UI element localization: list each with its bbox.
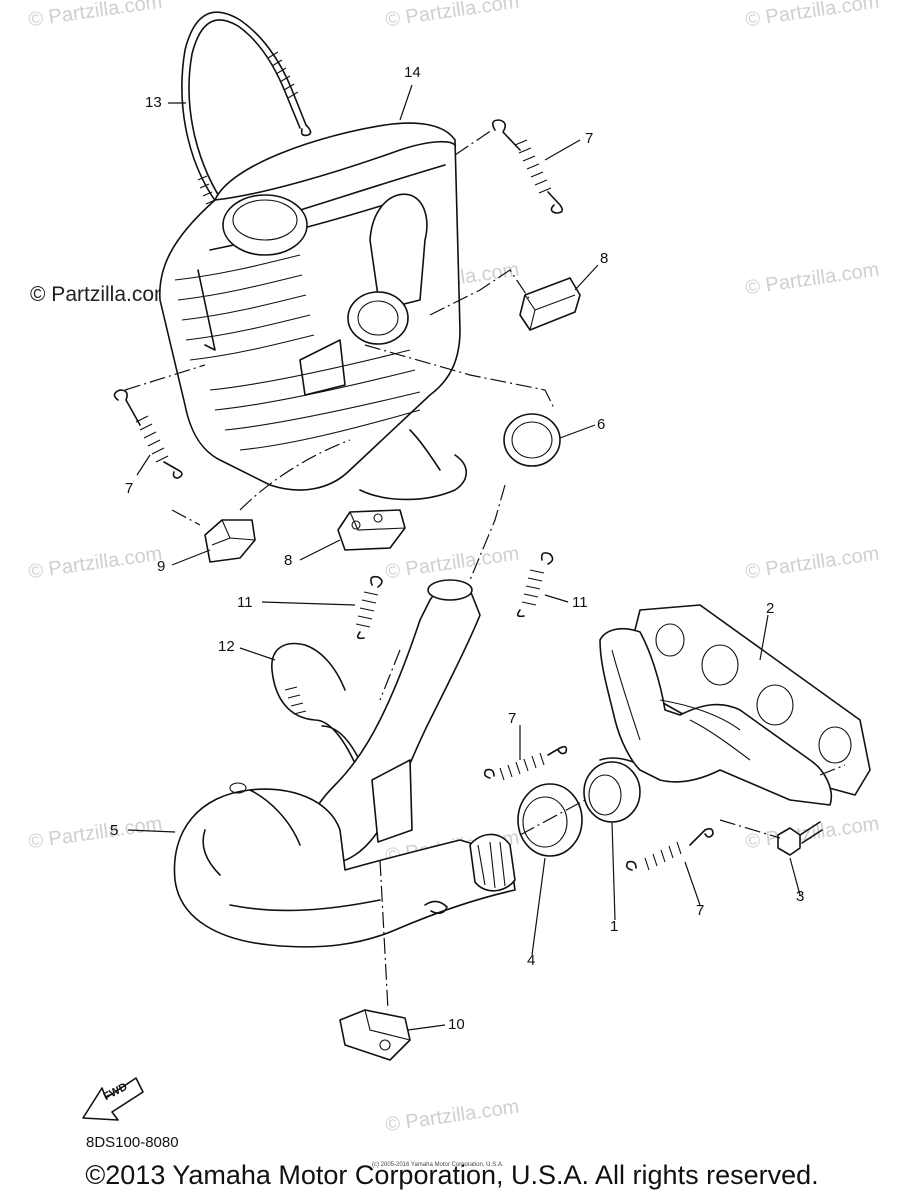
- part-11-spring-right: [516, 552, 554, 618]
- part-label-6: 6: [597, 416, 606, 433]
- part-label-10: 10: [448, 1016, 465, 1033]
- part-label-8: 8: [600, 250, 609, 267]
- leader-lines: [127, 84, 801, 1031]
- part-3-bolt: [777, 821, 823, 856]
- part-label-11: 11: [237, 594, 253, 611]
- part-9-bracket: [204, 519, 256, 563]
- part-12-spring-wire: [271, 642, 365, 771]
- alignment-lines: [124, 129, 846, 1011]
- copyright-notice: ©2013 Yamaha Motor Corporation, U.S.A. A…: [85, 1160, 819, 1190]
- part-label-9: 9: [157, 558, 166, 575]
- part-7-spring-mid-right: [625, 827, 714, 871]
- part-8-bracket-upper: [519, 277, 581, 331]
- diagram-code: 8DS100-8080: [86, 1134, 179, 1151]
- part-label-12: 12: [218, 638, 235, 655]
- part-label-13: 13: [145, 94, 162, 111]
- part-7-spring-mid-left: [483, 745, 568, 781]
- part-label-14: 14: [404, 64, 421, 81]
- part-label-7: 7: [508, 710, 517, 727]
- part-7-spring-top: [491, 119, 564, 214]
- fwd-arrow-icon: [82, 1077, 144, 1121]
- fine-print: (c) 2005-2016 Yamaha Motor Corporation, …: [372, 1162, 504, 1168]
- part-14-silencer: [159, 122, 468, 501]
- part-7-spring-left: [113, 389, 183, 479]
- part-label-2: 2: [766, 600, 775, 617]
- part-label-3: 3: [796, 888, 805, 905]
- part-label-8: 8: [284, 552, 293, 569]
- part-label-7: 7: [585, 130, 594, 147]
- watermark: © Partzilla.com: [30, 283, 172, 306]
- part-5-expansion-chamber: [173, 579, 516, 948]
- part-4-gasket: [517, 783, 583, 857]
- part-label-7: 7: [125, 480, 134, 497]
- part-11-spring-left: [355, 575, 383, 640]
- part-label-1: 1: [610, 918, 619, 935]
- part-10-bracket: [339, 1009, 411, 1061]
- part-label-5: 5: [110, 822, 119, 839]
- part-13-spring-wire: [181, 11, 312, 211]
- part-label-7: 7: [696, 902, 705, 919]
- exhaust-manifold: [599, 628, 832, 806]
- part-6-gasket-ring: [503, 413, 561, 467]
- part-label-4: 4: [527, 952, 536, 969]
- part-8-bracket-lower: [337, 509, 406, 551]
- part-label-11: 11: [572, 594, 588, 611]
